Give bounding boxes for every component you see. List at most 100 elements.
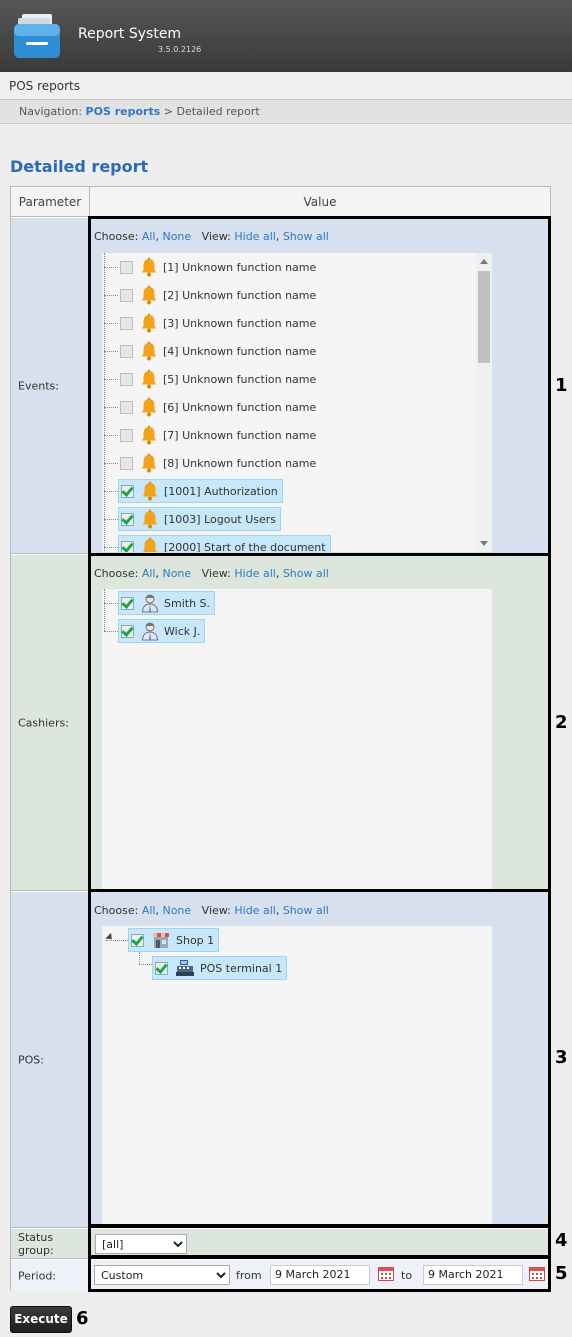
report-system-logo-icon	[14, 14, 60, 58]
pos-choose-all-link[interactable]: All	[141, 904, 156, 917]
marker-3: 3	[555, 1047, 568, 1068]
view-label: View:	[201, 230, 231, 243]
tree-item-event[interactable]: [3] Unknown function name	[118, 311, 320, 335]
checkbox[interactable]	[120, 316, 133, 330]
calendar-icon[interactable]	[529, 1266, 545, 1281]
breadcrumb-separator: >	[163, 105, 173, 118]
status-group-label: Status group:	[18, 1230, 54, 1257]
tree-item-cashier[interactable]: Smith S.	[118, 591, 216, 615]
checkbox[interactable]	[120, 456, 133, 470]
tree-connector	[104, 323, 118, 324]
cashiers-label-cell: Cashiers:	[11, 555, 90, 890]
tree-connector	[104, 379, 118, 380]
tree-item-event[interactable]: [2000] Start of the document	[118, 535, 331, 552]
comma: ,	[275, 567, 280, 580]
checkbox[interactable]	[121, 484, 134, 498]
cashiers-choose-none-link[interactable]: None	[162, 567, 192, 580]
status-group-row: Status group: [all]	[11, 1229, 550, 1259]
calendar-icon[interactable]	[378, 1266, 394, 1281]
events-scrollbar[interactable]	[476, 253, 492, 552]
period-label-cell: Period:	[11, 1260, 90, 1291]
pos-show-all-link[interactable]: Show all	[282, 904, 329, 917]
scroll-thumb[interactable]	[478, 271, 490, 363]
period-to-date-input[interactable]: 9 March 2021	[423, 1265, 523, 1285]
events-choose-none-link[interactable]: None	[162, 230, 192, 243]
checkbox[interactable]	[120, 344, 133, 358]
scroll-down-icon[interactable]	[480, 541, 488, 546]
checkbox[interactable]	[121, 596, 134, 610]
breadcrumb-current: Detailed report	[176, 105, 260, 118]
view-label: View:	[201, 567, 231, 580]
execute-button[interactable]: Execute	[10, 1306, 72, 1333]
cashiers-choose-all-link[interactable]: All	[141, 567, 156, 580]
bell-icon	[142, 537, 158, 552]
pos-choose-none-link[interactable]: None	[162, 904, 192, 917]
checkbox[interactable]	[120, 260, 133, 274]
events-hide-all-link[interactable]: Hide all	[234, 230, 276, 243]
tree-item-label: [5] Unknown function name	[163, 372, 317, 386]
column-header-parameter: Parameter	[11, 187, 90, 217]
checkbox[interactable]	[120, 428, 133, 442]
tree-item-label: Shop 1	[176, 933, 215, 947]
tree-item-pos-terminal[interactable]: POS terminal 1	[152, 956, 288, 980]
bell-icon	[141, 453, 157, 473]
checkbox[interactable]	[155, 961, 168, 975]
period-value-cell: Custom from 9 March 2021 to 9 March 2021	[90, 1260, 550, 1291]
cashiers-show-all-link[interactable]: Show all	[282, 567, 329, 580]
breadcrumb-link-pos-reports[interactable]: POS reports	[85, 105, 161, 118]
events-choose-all-link[interactable]: All	[141, 230, 156, 243]
tree-item-event[interactable]: [1] Unknown function name	[118, 255, 320, 279]
events-tree: [1] Unknown function name [2] Unknown fun…	[102, 253, 492, 552]
tree-item-event[interactable]: [1003] Logout Users	[118, 507, 282, 531]
tree-item-cashier[interactable]: Wick J.	[118, 619, 206, 643]
bell-icon	[141, 397, 157, 417]
checkbox[interactable]	[120, 372, 133, 386]
period-label: Period:	[18, 1269, 57, 1282]
cashiers-row: Cashiers: Choose: All, None View: Hide a…	[11, 555, 550, 891]
period-from-date-input[interactable]: 9 March 2021	[270, 1265, 370, 1285]
breadcrumb: Navigation: POS reports > Detailed repor…	[0, 100, 572, 124]
status-group-label-cell: Status group:	[11, 1229, 90, 1258]
checkbox[interactable]	[120, 288, 133, 302]
tree-connector	[104, 491, 118, 492]
tree-item-event[interactable]: [7] Unknown function name	[118, 423, 320, 447]
scroll-up-icon[interactable]	[480, 259, 488, 264]
bell-icon	[141, 369, 157, 389]
tree-item-event[interactable]: [4] Unknown function name	[118, 339, 320, 363]
tree-item-shop[interactable]: Shop 1	[128, 928, 220, 952]
tree-connector	[104, 631, 118, 632]
checkbox[interactable]	[121, 624, 134, 638]
comma: ,	[155, 230, 159, 243]
tree-item-label: [1] Unknown function name	[163, 260, 317, 274]
checkbox[interactable]	[131, 933, 144, 947]
events-show-all-link[interactable]: Show all	[282, 230, 329, 243]
marker-2: 2	[555, 712, 568, 733]
cashiers-tree: Smith S. Wick J.	[102, 589, 492, 889]
events-label: Events:	[18, 379, 59, 392]
app-header: Report System 3.5.0.2126	[0, 0, 572, 72]
pos-value-cell: Choose: All, None View: Hide all, Show a…	[90, 892, 550, 1227]
tree-item-event[interactable]: [8] Unknown function name	[118, 451, 320, 475]
comma: ,	[155, 567, 159, 580]
tree-item-label: [7] Unknown function name	[163, 428, 317, 442]
tree-item-event[interactable]: [2] Unknown function name	[118, 283, 320, 307]
period-select[interactable]: Custom	[94, 1265, 230, 1285]
bell-icon	[141, 257, 157, 277]
cashiers-hide-all-link[interactable]: Hide all	[234, 567, 276, 580]
tree-item-label: [2] Unknown function name	[163, 288, 317, 302]
tree-item-event[interactable]: [1001] Authorization	[118, 479, 283, 503]
tree-connector	[104, 351, 118, 352]
tree-connector	[104, 267, 118, 268]
cashiers-choose-bar: Choose: All, None View: Hide all, Show a…	[94, 567, 329, 580]
checkbox[interactable]	[121, 540, 134, 552]
tree-item-event[interactable]: [6] Unknown function name	[118, 395, 320, 419]
marker-5: 5	[555, 1263, 568, 1284]
choose-label: Choose:	[94, 230, 139, 243]
status-group-select[interactable]: [all]	[95, 1234, 187, 1254]
checkbox[interactable]	[121, 512, 134, 526]
pos-hide-all-link[interactable]: Hide all	[234, 904, 276, 917]
tree-connector	[106, 940, 128, 941]
checkbox[interactable]	[120, 400, 133, 414]
tree-item-event[interactable]: [5] Unknown function name	[118, 367, 320, 391]
shop-icon	[153, 933, 169, 948]
